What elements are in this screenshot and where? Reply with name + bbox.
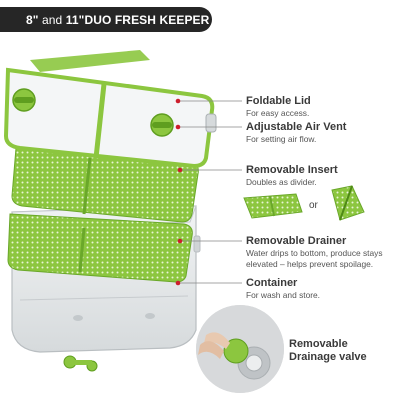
callout-air-vent: Adjustable Air Vent For setting air flow… — [246, 121, 396, 145]
foldable-lid — [3, 50, 217, 169]
callout-title: Adjustable Air Vent — [246, 121, 347, 133]
removable-drainer — [7, 213, 193, 283]
callout-container: Container For wash and store. — [246, 277, 396, 301]
callout-title: Foldable Lid — [246, 95, 311, 107]
callout-removable-drainer: Removable Drainer Water drips to bottom,… — [246, 235, 398, 270]
callout-desc: For setting air flow. — [246, 134, 317, 144]
callout-desc: For easy access. — [246, 108, 310, 118]
banner-product-name: DUO FRESH KEEPER — [84, 12, 210, 27]
insert-alt-folded — [331, 185, 365, 221]
callout-markers — [175, 98, 183, 286]
air-vent-left — [12, 88, 36, 112]
insert-alt-flat — [243, 193, 303, 219]
air-vent-right — [150, 113, 174, 137]
insert-alt-or-label: or — [309, 200, 318, 211]
drainage-valve-loose — [63, 355, 98, 372]
callout-removable-insert: Removable Insert Doubles as divider. — [246, 164, 396, 188]
callout-desc: Water drips to bottom, produce stays ele… — [246, 248, 383, 269]
callout-desc: Doubles as divider. — [246, 177, 317, 187]
banner-size-b: 11" — [65, 12, 85, 27]
product-banner: 8" and 11"DUO FRESH KEEPER — [0, 7, 212, 32]
callout-foldable-lid: Foldable Lid For easy access. — [246, 95, 396, 119]
callout-desc: For wash and store. — [246, 290, 321, 300]
banner-size-a: 8" — [26, 12, 39, 27]
callout-title: Removable Insert — [246, 164, 338, 176]
drainage-valve-detail — [196, 305, 284, 393]
banner-and: and — [38, 12, 66, 27]
callout-lines — [178, 100, 242, 284]
callout-title: Removable Drainer — [246, 235, 347, 247]
callout-title: Container — [246, 277, 298, 289]
callout-drainage-valve: Removable Drainage valve — [289, 338, 394, 364]
callout-title: Removable Drainage valve — [289, 338, 367, 363]
